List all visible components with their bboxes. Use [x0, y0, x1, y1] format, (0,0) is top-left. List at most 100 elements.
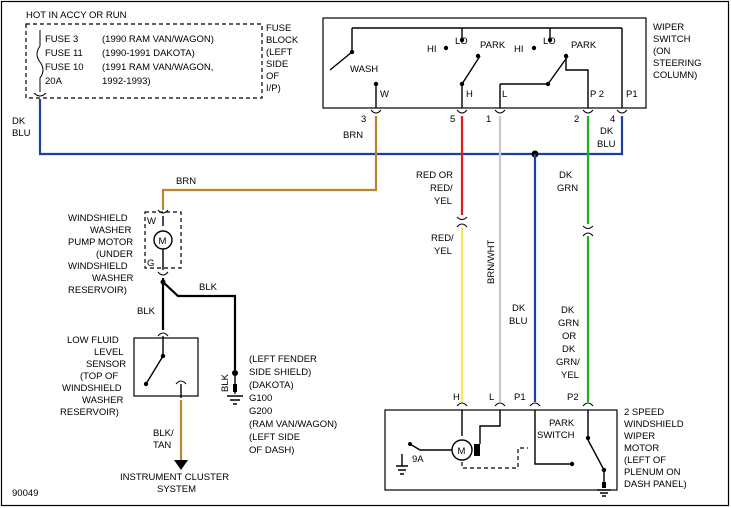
svg-text:(TOP OF: (TOP OF: [80, 371, 118, 382]
fuse-block-label: FUSE BLOCK (LEFT SIDE OF I/P): [266, 23, 299, 94]
wire-label-brn-top: BRN: [343, 130, 363, 141]
svg-text:WINDSHIELD: WINDSHIELD: [68, 261, 128, 272]
wire-label-dk-blu-right: DK BLU: [597, 126, 616, 150]
svg-text:WINDSHIELD: WINDSHIELD: [624, 419, 684, 430]
wiper-switch-label: WIPER SWITCH (ON STEERING COLUMN): [653, 22, 702, 81]
park-link: [461, 447, 528, 469]
park-right-label: PARK: [571, 40, 597, 51]
wire-label-dk-blu-top: DK BLU: [12, 116, 31, 139]
svg-text:BLU: BLU: [12, 128, 31, 139]
pin-3: 3: [361, 114, 366, 125]
svg-text:(LEFT OF: (LEFT OF: [624, 455, 666, 466]
fuse-10-desc: (1991 RAM VAN/WAGON,: [102, 62, 213, 73]
figure-id: 90049: [12, 488, 38, 499]
instrument-cluster-label: INSTRUMENT CLUSTER SYSTEM: [120, 472, 229, 495]
pin-1: 1: [486, 114, 491, 125]
fuse-3-name: FUSE 3: [45, 34, 78, 45]
pin-2: 2: [574, 114, 579, 125]
svg-text:WINDSHIELD: WINDSHIELD: [68, 213, 128, 224]
park-switch-label: PARK SWITCH: [537, 418, 575, 441]
wire-dk-blu-bus: [38, 99, 624, 156]
motor-ground-ref: 9A: [412, 454, 424, 465]
wire-blk-ground: [162, 281, 237, 370]
svg-text:DK: DK: [561, 305, 575, 316]
hi-left-label: HI: [427, 44, 437, 55]
wire-label-dk-blu-mid: DK BLU: [509, 303, 528, 327]
svg-text:WASHER: WASHER: [92, 273, 133, 284]
svg-text:(LEFT: (LEFT: [266, 47, 293, 58]
svg-text:G100: G100: [249, 393, 272, 404]
term-l: L: [502, 89, 507, 100]
wire-brn: [161, 116, 378, 210]
svg-text:DK: DK: [562, 344, 576, 355]
svg-text:SIDE SHIELD): SIDE SHIELD): [249, 367, 311, 378]
motor-term-h: H: [453, 392, 460, 403]
cluster-arrow: [174, 460, 188, 470]
term-h: H: [466, 89, 473, 100]
wire-label-blk-vertical: BLK: [220, 373, 231, 392]
svg-text:SYSTEM: SYSTEM: [157, 484, 196, 495]
park-ground-symbol: [597, 489, 611, 497]
fluid-sensor: LOW FLUID LEVEL SENSOR (TOP OF WINDSHIEL…: [60, 332, 199, 418]
svg-text:(RAM VAN/WAGON): (RAM VAN/WAGON): [249, 419, 337, 430]
svg-text:DASH PANEL): DASH PANEL): [624, 479, 687, 490]
svg-text:(LEFT FENDER: (LEFT FENDER: [249, 354, 317, 365]
motor-term-p1: P1: [514, 392, 526, 403]
svg-text:(DAKOTA): (DAKOTA): [249, 380, 294, 391]
svg-text:GRN: GRN: [557, 183, 578, 194]
svg-text:G200: G200: [249, 406, 272, 417]
svg-text:RESERVOIR): RESERVOIR): [68, 285, 127, 296]
svg-text:OF: OF: [266, 71, 279, 82]
ground-g100-g200: (LEFT FENDER SIDE SHIELD) (DAKOTA) G100 …: [227, 354, 337, 456]
svg-text:PLENUM ON: PLENUM ON: [624, 467, 681, 478]
svg-text:SIDE: SIDE: [266, 59, 288, 70]
motor-term-p2: P2: [567, 392, 579, 403]
wire-label-blk-tan: BLK/ TAN: [153, 428, 174, 451]
svg-text:BLU: BLU: [597, 139, 616, 150]
svg-text:OF DASH): OF DASH): [249, 445, 294, 456]
svg-text:RED/: RED/: [431, 233, 454, 244]
motor-ground-symbol: [396, 454, 408, 475]
pin-4: 4: [610, 114, 615, 125]
wire-label-blk-left: BLK: [137, 306, 156, 317]
svg-text:DK: DK: [512, 303, 526, 314]
svg-text:BLK/: BLK/: [153, 428, 174, 439]
fuse-block-header: HOT IN ACCY OR RUN: [26, 10, 127, 21]
fuse-3-desc: (1990 RAM VAN/WAGON): [102, 34, 214, 45]
fuse-desc-cont: 1992-1993): [102, 76, 151, 87]
svg-text:RESERVOIR): RESERVOIR): [60, 407, 119, 418]
wire-label-red-yel: RED/ YEL: [431, 233, 454, 257]
fuse-rating: 20A: [45, 76, 63, 87]
wiper-switch: WIPER SWITCH (ON STEERING COLUMN) WASH H…: [322, 17, 702, 125]
svg-text:COLUMN): COLUMN): [653, 70, 697, 81]
svg-text:LEVEL: LEVEL: [94, 347, 124, 358]
svg-text:BLOCK: BLOCK: [266, 35, 299, 46]
wire-label-dk-grn-top: DK GRN: [557, 170, 578, 194]
fluid-sensor-box: [133, 337, 199, 397]
svg-text:OR: OR: [562, 331, 576, 342]
pump-motor-m: M: [159, 236, 167, 247]
wiper-motor-m: M: [458, 446, 466, 457]
svg-text:SWITCH: SWITCH: [653, 34, 691, 45]
svg-text:PARK: PARK: [549, 418, 575, 429]
svg-text:I/P): I/P): [266, 83, 281, 94]
lo-right-label: LO: [543, 36, 556, 47]
svg-text:WASHER: WASHER: [82, 395, 123, 406]
svg-text:GRN/: GRN/: [556, 357, 580, 368]
svg-text:WINDSHIELD: WINDSHIELD: [62, 383, 122, 394]
pin-5: 5: [450, 114, 455, 125]
wash-label: WASH: [350, 64, 378, 75]
wire-label-red-top: RED OR RED/ YEL: [416, 170, 453, 207]
wire-label-blk-top: BLK: [199, 282, 218, 293]
svg-text:RED/: RED/: [430, 183, 453, 194]
svg-text:WIPER: WIPER: [653, 22, 684, 33]
svg-text:WASHER: WASHER: [90, 225, 131, 236]
fuse-10-name: FUSE 10: [45, 62, 84, 73]
svg-text:DK: DK: [600, 126, 614, 137]
svg-text:DK: DK: [559, 170, 573, 181]
svg-text:(ON: (ON: [653, 46, 671, 57]
wire-label-brn-pump: BRN: [176, 176, 196, 187]
